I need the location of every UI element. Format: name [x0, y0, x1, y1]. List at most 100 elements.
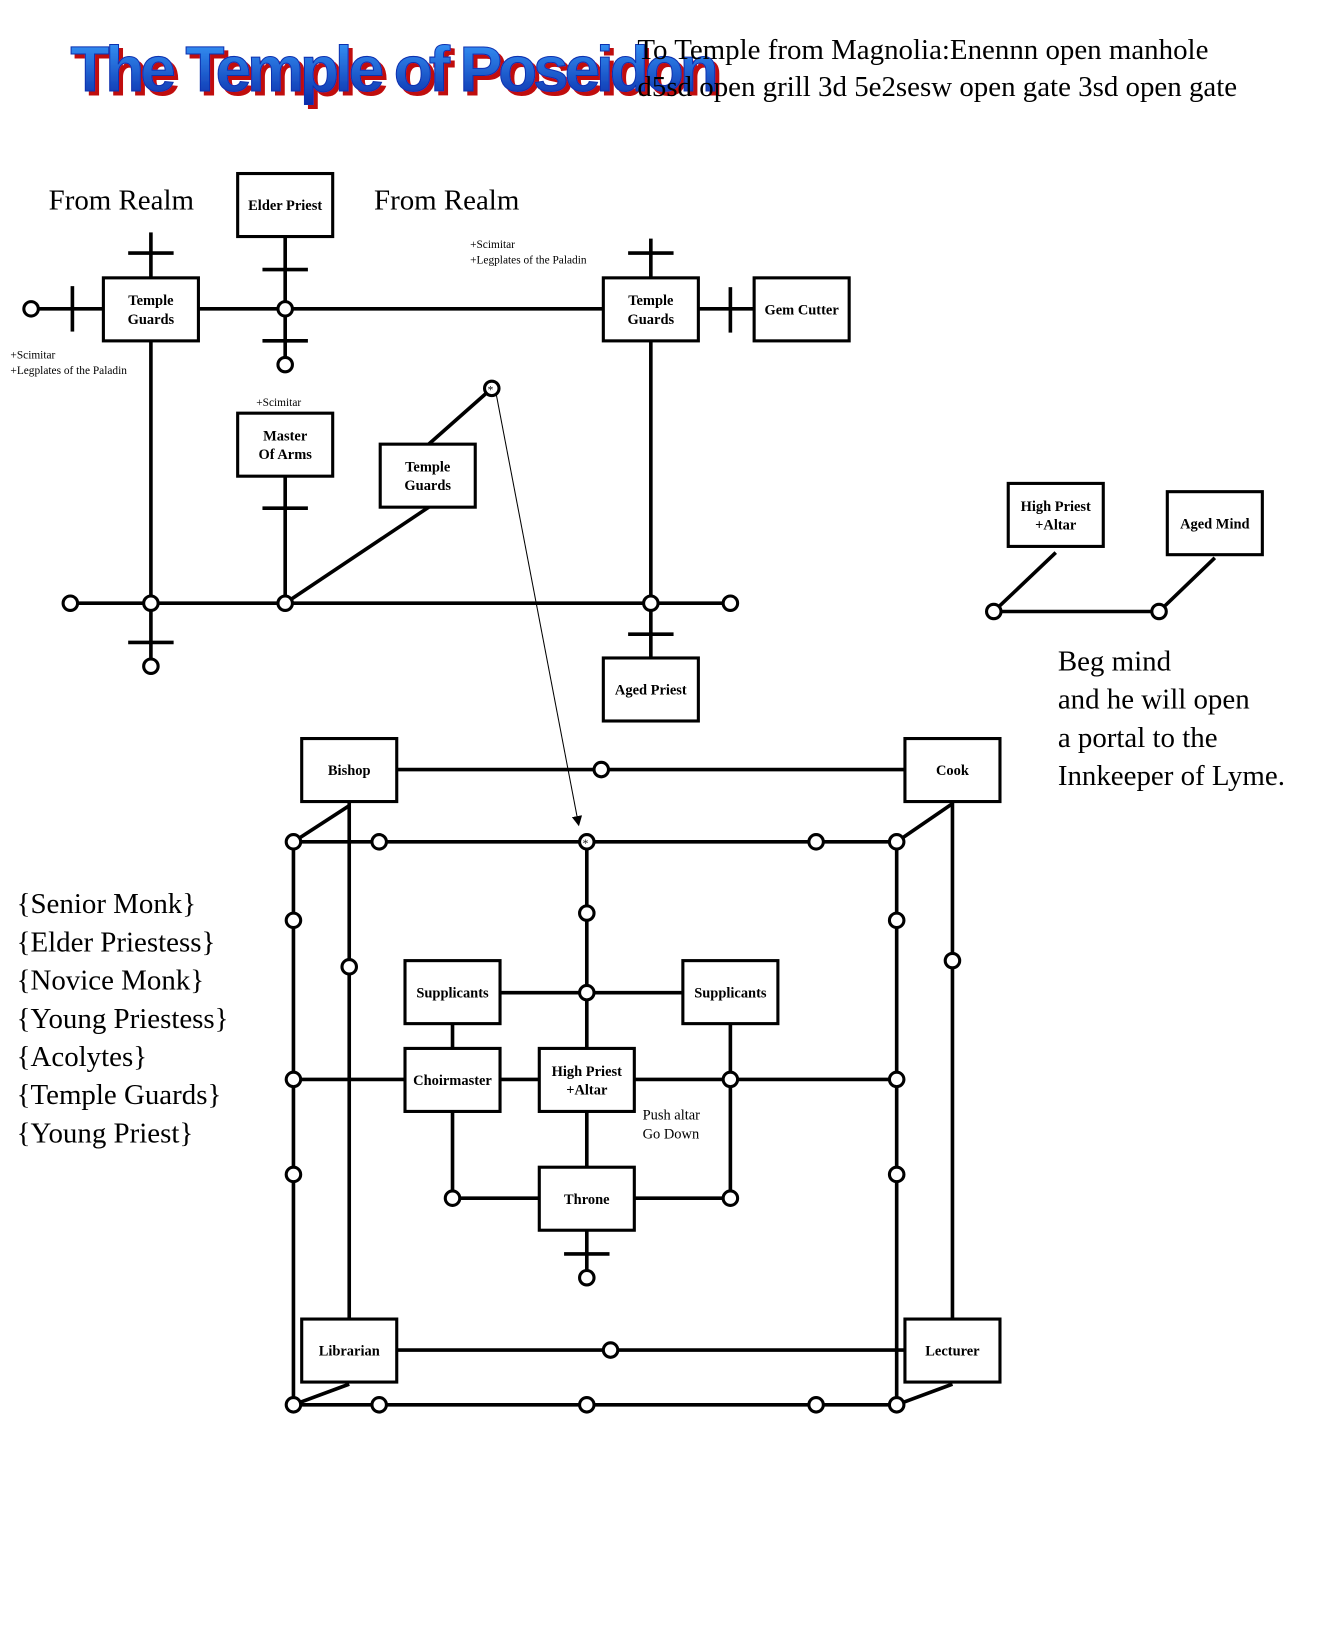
room-label: +Altar: [566, 1082, 608, 1098]
junction-node: [721, 1189, 740, 1207]
room-box: [537, 1165, 636, 1232]
mob-item: {Senior Monk}: [17, 888, 197, 920]
marker-upper: *: [488, 385, 494, 397]
wandering-mobs-list: {Senior Monk} {Elder Priestess} {Novice …: [17, 888, 229, 1149]
junction-node: [340, 958, 359, 976]
room-cook[interactable]: Cook: [903, 736, 1002, 804]
junction-node: [807, 1396, 825, 1414]
junction-node: [276, 594, 294, 613]
room-label: Temple: [128, 293, 174, 309]
mob-item: {Elder Priestess}: [17, 926, 216, 958]
room-label: Lecturer: [925, 1344, 980, 1360]
room-supplicants[interactable]: Supplicants: [681, 959, 780, 1026]
connection-line: [895, 802, 954, 844]
directions-line-2: d5sd open grill 3d 5e2sesw open gate 3sd…: [637, 71, 1237, 103]
loot-legplates-left: +Legplates of the Paladin: [10, 365, 127, 377]
room-box: [903, 1317, 1002, 1384]
loot-legplates-top: +Legplates of the Paladin: [470, 254, 587, 266]
portal-note-1: Beg mind: [1058, 645, 1172, 677]
room-label: Choirmaster: [413, 1073, 492, 1089]
room-box: [101, 276, 200, 343]
room-high-priest-altar[interactable]: High Priest +Altar: [537, 1046, 636, 1113]
junction-node: [276, 300, 294, 318]
room-master-of-arms[interactable]: Master Of Arms: [236, 411, 335, 478]
junction-node: [578, 983, 596, 1002]
connection-line: [896, 1382, 954, 1407]
junctions: [22, 300, 1168, 1414]
room-box: [300, 1317, 399, 1384]
room-label: Guards: [628, 312, 675, 328]
junction-node: [61, 594, 80, 613]
room-label: Elder Priest: [248, 198, 322, 214]
junction-node: [284, 833, 303, 851]
room-label: Master: [263, 429, 308, 445]
room-gem-cutter[interactable]: Gem Cutter: [752, 276, 851, 343]
room-label: High Priest: [552, 1064, 622, 1080]
room-box: [403, 959, 502, 1026]
room-box: [601, 276, 700, 343]
room-bishop[interactable]: Bishop: [300, 736, 399, 804]
mob-item: {Temple Guards}: [17, 1079, 222, 1111]
junction-node: [578, 1396, 596, 1414]
junction-node: [370, 1396, 388, 1414]
room-label: Of Arms: [258, 447, 312, 463]
room-box: [601, 656, 700, 723]
room-lecturer[interactable]: Lecturer: [903, 1317, 1002, 1384]
connection-line: [427, 387, 493, 446]
directions-line-1: To Temple from Magnolia:Enennn open manh…: [637, 34, 1208, 66]
room-label: Librarian: [319, 1344, 380, 1360]
loot-scimitar-top: +Scimitar: [470, 239, 515, 251]
room-aged-mind[interactable]: Aged Mind: [1165, 490, 1264, 557]
junction-node: [578, 1268, 596, 1287]
junction-node: [887, 1396, 906, 1414]
room-box: [236, 171, 335, 239]
junction-node: [284, 1070, 303, 1089]
junction-node: [1150, 602, 1168, 621]
from-realm-left: From Realm: [49, 185, 195, 217]
junction-node: [721, 1070, 740, 1089]
room-label: Guards: [128, 312, 175, 328]
junction-node: [807, 833, 825, 851]
room-box: [1006, 481, 1105, 548]
junction-node: [578, 904, 596, 922]
loot-scimitar-left: +Scimitar: [10, 349, 55, 361]
room-choirmaster[interactable]: Choirmaster: [403, 1046, 502, 1113]
room-box: [236, 411, 335, 478]
room-throne[interactable]: Throne: [537, 1165, 636, 1232]
room-label: High Priest: [1021, 499, 1091, 515]
arrow-link: [495, 392, 583, 827]
junction-node: [276, 355, 294, 374]
junction-node: [984, 602, 1003, 621]
room-label: Temple: [405, 460, 451, 476]
room-box: [681, 959, 780, 1026]
room-box: [752, 276, 851, 343]
room-box: [403, 1046, 502, 1113]
junction-node: [592, 760, 611, 779]
junction-node: [284, 1165, 303, 1184]
room-librarian[interactable]: Librarian: [300, 1317, 399, 1384]
loot-scimitar-master: +Scimitar: [256, 397, 301, 409]
portal-note-3: a portal to the: [1058, 722, 1218, 754]
portal-note-4: Innkeeper of Lyme.: [1058, 760, 1285, 792]
room-label: Aged Mind: [1180, 516, 1249, 532]
room-box: [537, 1046, 636, 1113]
junction-node: [482, 379, 501, 398]
room-label: +Altar: [1035, 517, 1077, 533]
room-label: Aged Priest: [615, 683, 687, 699]
room-aged-priest[interactable]: Aged Priest: [601, 656, 700, 723]
room-label: Supplicants: [694, 985, 767, 1001]
junction-node: [601, 1341, 620, 1359]
room-supplicants[interactable]: Supplicants: [403, 959, 502, 1026]
room-high-priest-altar[interactable]: High Priest +Altar: [1006, 481, 1105, 548]
mob-item: {Young Priest}: [17, 1117, 194, 1149]
room-elder-priest[interactable]: Elder Priest: [236, 171, 335, 239]
junction-node: [578, 833, 596, 851]
connection-line: [1157, 556, 1217, 613]
room-box: [903, 736, 1002, 804]
mob-item: {Novice Monk}: [17, 965, 205, 997]
junction-node: [370, 833, 388, 851]
